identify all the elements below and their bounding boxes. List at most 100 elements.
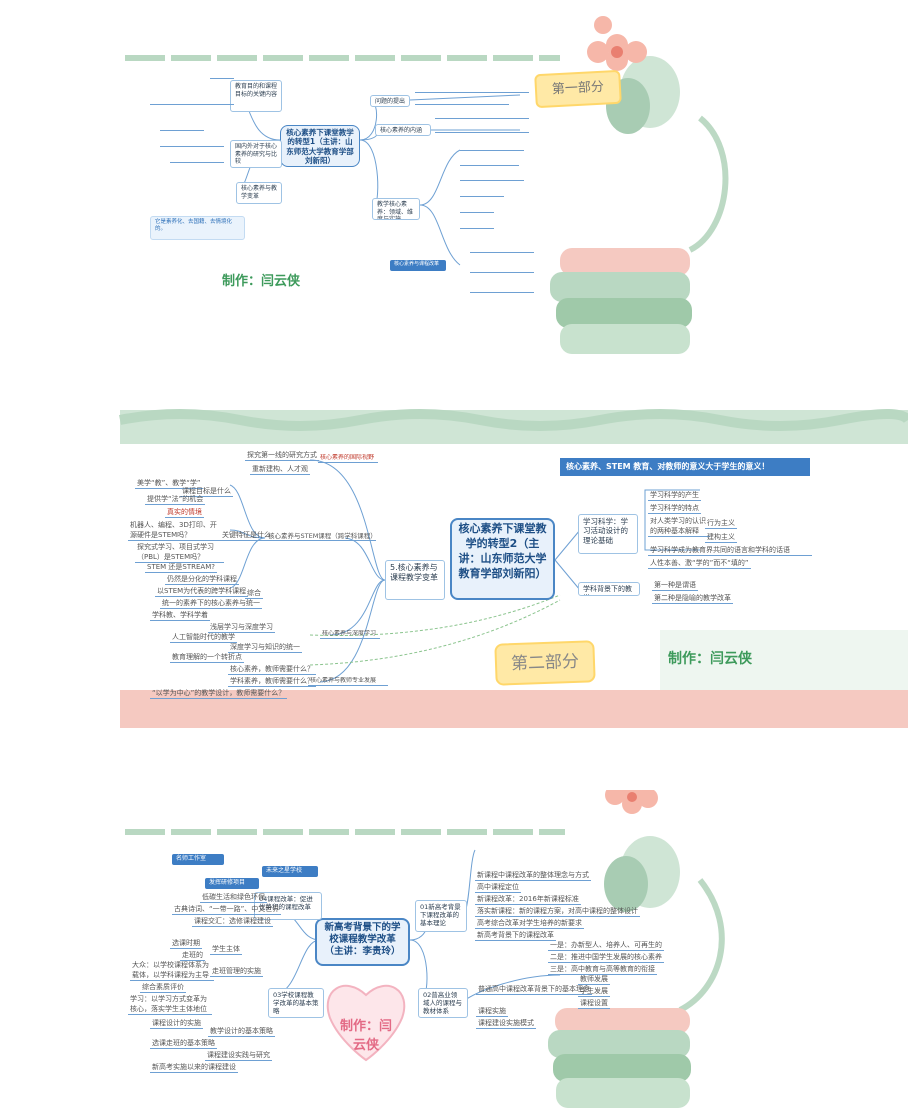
leaf-item: 探究式学习、项目式学习（PBL）是STEM吗？ — [135, 542, 224, 563]
bottom-tag: 核心素养与课程改革 — [390, 260, 446, 271]
leaf-line — [460, 212, 494, 213]
leaf-item: 统一的素养下的核心素养与统一 — [160, 599, 262, 609]
left-node: 03学校课程教学改革的基本策略 — [268, 988, 324, 1018]
leaf-line — [470, 252, 534, 253]
stack-decoration — [548, 1008, 691, 1108]
leaf-line — [460, 150, 524, 151]
right-node-text: 学习科学：学习活动设计的理论基础 — [583, 517, 628, 545]
leaf-item: 选课走班的基本策略 — [150, 1039, 217, 1049]
left-node: 04课程改革：促进优势积的课程改革 — [254, 892, 322, 920]
tag-label: 名师工作室 — [172, 854, 224, 865]
right-node-text: 教学核心素养：领域、维度与实施 — [377, 201, 414, 220]
right-node: 01新高考背景下课程改革的基本理论 — [415, 900, 467, 932]
left-node: 核心素养与STEM课程（跨学科课程） — [266, 532, 376, 542]
maker-credit: 制作：闫云侠 — [336, 1015, 396, 1053]
leaf-item: 课程交汇：选修课程建设 — [192, 917, 273, 927]
leaf-line — [460, 165, 519, 166]
leaf-item: 普通高中课程改革背景下的基本理念 — [476, 985, 592, 995]
leaf-item: 课程建设实施模式 — [476, 1019, 536, 1029]
tag-label: 发挥研修项目 — [205, 878, 259, 889]
left-main-node: 5.核心素养与课程教学变革 — [385, 560, 445, 600]
leaf-line — [160, 130, 204, 131]
leaf-item: 高中课程定位 — [475, 883, 521, 893]
mind-map-part-1: 第一部分 核心素养下课堂教学的转型1（主讲：山东师范大学教育学部 刘新阳） 教育… — [0, 0, 908, 360]
leaf-item: 人性本善、激“学的”而不“填的” — [648, 559, 751, 569]
left-node-text: 核心素养与教师专业发展 — [310, 677, 377, 684]
leaf-item: 真实的情境 — [165, 508, 204, 518]
tag-text: 名师工作室 — [176, 855, 207, 862]
leaf-item: 第二种是隐喻的教学改革 — [652, 594, 733, 604]
leaf-item: 提供学“法”的机会 — [145, 495, 206, 505]
banner: 核心素养、STEM 教育、对教师的意义大于学生的意义！ — [560, 458, 810, 476]
left-node: 核心素养与深度学习 — [320, 630, 380, 639]
leaf-item: 课程建设实践与研究 — [205, 1051, 272, 1061]
leaf-item: 教学设计的基本策略 — [208, 1027, 275, 1037]
decoration-layer — [125, 790, 725, 1108]
left-node: 国内外对于核心素养的研究与比较 — [230, 140, 282, 168]
leaf-item: 落实新课程：新的课程方案，对高中课程的整体设计 — [475, 907, 640, 917]
note-text: 它是素养化、去国籍、去情境化的。 — [155, 219, 233, 232]
leaf-item: 学生发展 — [578, 987, 610, 997]
leaf-line — [460, 196, 504, 197]
part-label: 第一部分 — [551, 79, 605, 98]
maker-credit: 制作：闫云侠 — [668, 648, 752, 668]
leaf-item: 大众：以学校课程体系为载体，以学科课程为主导 — [130, 960, 214, 981]
flower-icon — [604, 790, 680, 912]
tag-text: 发挥研修项目 — [209, 879, 246, 886]
leaf-line — [460, 228, 494, 229]
stack-decoration — [550, 248, 692, 354]
leaf-item: 一是：办新型人、培养人、可再生的 — [548, 941, 664, 951]
leaf-item: “以学为中心”的教学设计，教师需要什么？ — [150, 689, 288, 699]
right-node-text: 02普高业领域人的课程与教材体系 — [423, 991, 462, 1016]
leaf-line — [415, 92, 529, 93]
part-label: 第二部分 — [510, 651, 580, 675]
part-tag: 第一部分 — [534, 69, 622, 109]
leaf-item: 走班的 — [180, 951, 205, 961]
central-topic-text: 核心素养下课堂教学的转型2（主讲：山东师范大学教育学部刘新阳） — [458, 522, 547, 580]
leaf-item: 新课程改革：2016年新课程标准 — [475, 895, 581, 905]
leaf-item: 选课时期 — [170, 939, 202, 949]
right-node: 核心素养的内涵 — [375, 124, 431, 136]
leaf-item: 学生主体 — [210, 945, 242, 955]
left-node-text: 核心素养与教学变革 — [241, 185, 278, 200]
leaf-item: 综合 — [245, 589, 263, 599]
leaf-item: 人工智能时代的教学 — [170, 633, 237, 643]
leaf-item: 机器人、编程、3D打印、开源硬件是STEM吗？ — [128, 520, 220, 541]
left-node-text: 04课程改革：促进优势积的课程改革 — [259, 895, 313, 912]
left-node-text: 教育目的和课程目标的关键内容 — [235, 83, 278, 98]
bottom-tag-text: 核心素养与课程改革 — [394, 261, 440, 267]
left-node-text: 03学校课程教学改革的基本策略 — [273, 991, 319, 1016]
leaf-item: 学习：以学习方式变革为核心，落实学生主体地位 — [128, 994, 212, 1015]
leaf-item: 以STEM为代表的跨学科课程 — [155, 587, 249, 597]
leaf-line — [415, 104, 509, 105]
leaf-item: 学科素养，教师需要什么？ — [228, 677, 316, 687]
leaf-item: 高考综合改革对学生培养的新要求 — [475, 919, 584, 929]
leaf-item: 新课程中课程改革的整体理念与方式 — [475, 871, 591, 881]
left-node-text: 核心素养与深度学习 — [322, 630, 377, 637]
left-node-text: 核心素养的国际视野 — [320, 454, 375, 461]
leaf-line — [470, 292, 534, 293]
leaf-item: 重新建构、人才观 — [250, 465, 310, 475]
central-topic: 核心素养下课堂教学的转型2（主讲：山东师范大学教育学部刘新阳） — [450, 518, 555, 600]
leaf-item: 深度学习与知识的统一 — [228, 643, 302, 653]
leaf-line — [435, 118, 529, 119]
leaf-item: 综合素质评价 — [140, 983, 186, 993]
right-node: 学习科学：学习活动设计的理论基础 — [578, 514, 638, 554]
leaf-item: 新高考实施以来的课程建设 — [150, 1063, 238, 1073]
right-node: 问题的提出 — [370, 95, 410, 107]
leaf-item: 仍然是分化的学科课程 — [165, 575, 239, 585]
leaf-item: 课程目标是什么 — [180, 487, 233, 497]
part-tag: 第二部分 — [494, 640, 596, 686]
leaf-item: 行为主义 — [705, 519, 737, 529]
leaf-line — [470, 272, 534, 273]
stem-curve — [688, 115, 729, 253]
left-node: 核心素养与教师专业发展 — [308, 677, 388, 686]
leaf-line — [435, 132, 529, 133]
leaf-item: STEM 还是STREAM? — [145, 563, 217, 573]
maker-text: 制作：闫云侠 — [668, 651, 752, 667]
leaf-line — [460, 180, 524, 181]
leaf-item: 浅层学习与深度学习 — [208, 623, 275, 633]
leaf-line — [160, 146, 224, 147]
leaf-item: 学习科学的特点 — [648, 504, 701, 514]
leaf-item: 课程设置 — [578, 999, 610, 1009]
